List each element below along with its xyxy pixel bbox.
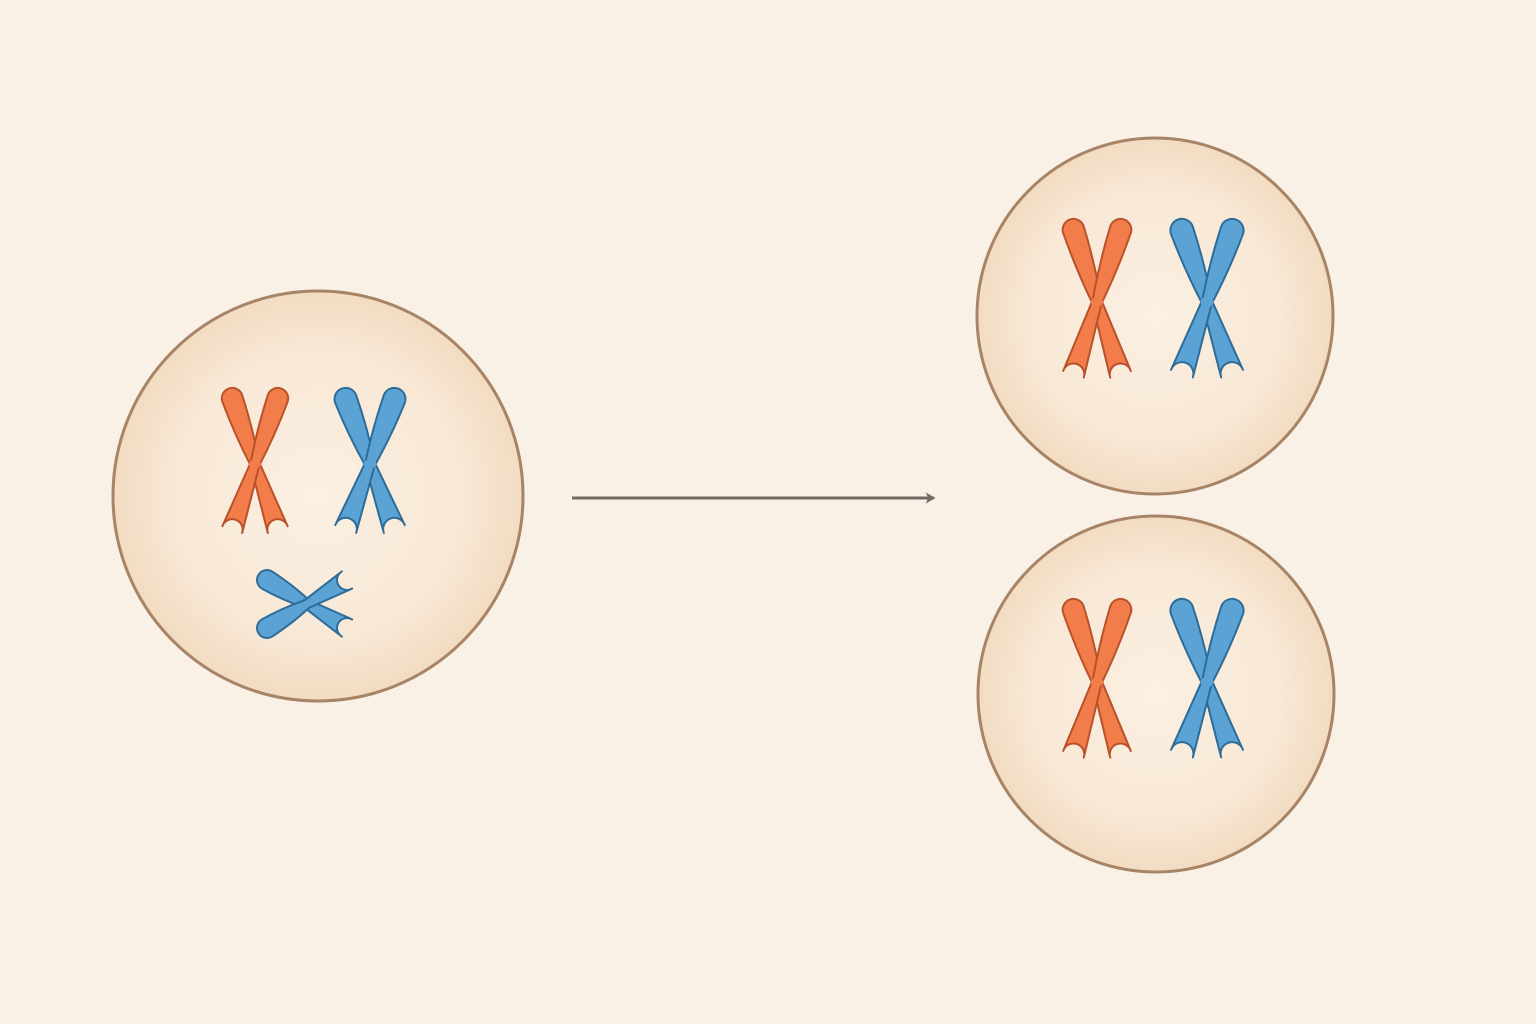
centromere: [1200, 296, 1214, 308]
parent-cell-membrane: [111, 289, 525, 703]
parent-chromosome-orange: [220, 387, 290, 535]
daughter-cell-bottom: [976, 514, 1336, 874]
parent-chromosome-blue: [333, 386, 407, 534]
daughter-cell-top-membrane: [975, 136, 1335, 496]
centromere: [1090, 297, 1104, 307]
daughter-top-chromosome-orange: [1061, 217, 1133, 379]
small-chromatid-b: [256, 570, 354, 639]
daughter-cell-bottom-membrane: [976, 514, 1336, 874]
centromere: [1090, 677, 1104, 687]
parent-cell: [111, 289, 525, 703]
parent-chromosome-blue-small: [256, 569, 354, 639]
daughter-top-chromosome-blue: [1169, 218, 1245, 379]
centromere: [1200, 676, 1214, 688]
daughter-bottom-chromosome-blue: [1169, 598, 1245, 759]
centromere: [249, 459, 261, 469]
daughter-cell-top: [975, 136, 1335, 496]
daughter-bottom-chromosome-orange: [1061, 597, 1133, 759]
centromere: [363, 459, 377, 469]
